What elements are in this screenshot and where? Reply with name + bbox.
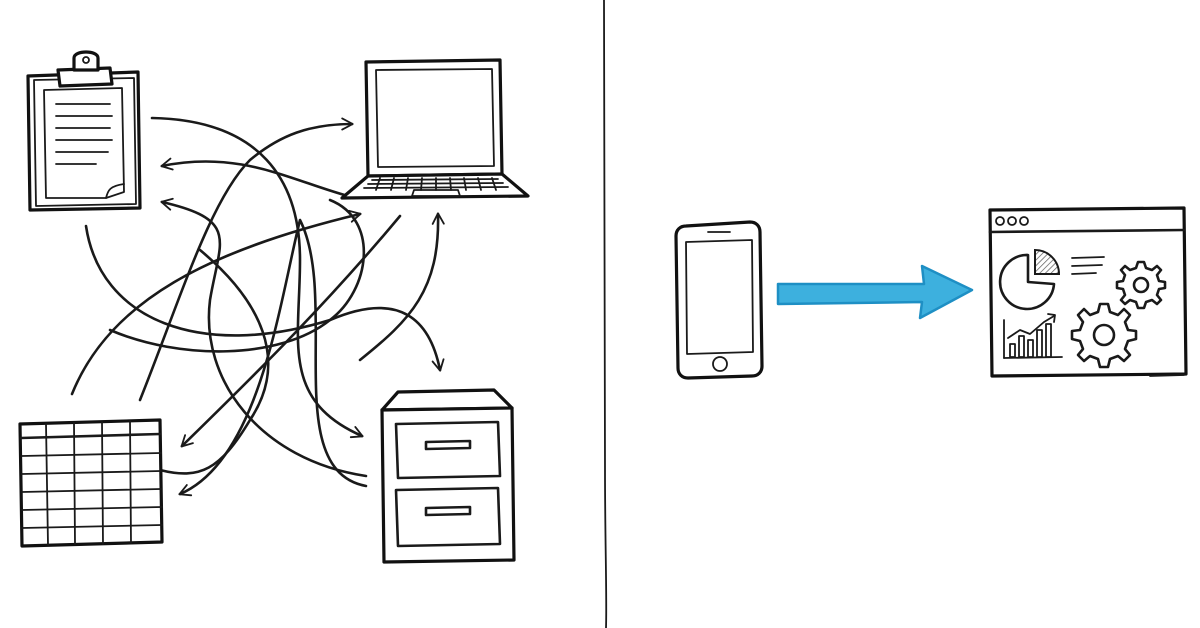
tangled-arrows	[70, 116, 445, 497]
blue-arrow	[776, 264, 974, 320]
gear-icon-small	[1115, 260, 1167, 310]
arrow-cabinet-to-laptop	[358, 212, 445, 362]
keyboard-grid	[363, 177, 509, 191]
spreadsheet-icon	[18, 418, 164, 548]
arrow-clipboard-wide-loop	[158, 248, 270, 475]
arrow-cabinet-to-clipboard	[160, 197, 368, 478]
bar-chart-icon	[1003, 313, 1063, 359]
filing-cabinet-icon	[380, 388, 516, 564]
arrow-sheet-up-to-laptop	[138, 117, 354, 402]
right-panel	[674, 206, 1188, 380]
dashboard-window-icon	[988, 206, 1188, 378]
arrow-laptop-loop-to-clipboard	[108, 198, 366, 353]
panel-divider	[603, 0, 608, 628]
laptop-icon	[340, 58, 530, 200]
blue-arrow-shape	[776, 264, 974, 320]
smartphone-icon	[674, 220, 764, 380]
arrow-clipboard-loop-to-cabinet	[84, 224, 445, 372]
left-panel	[18, 50, 530, 564]
arrow-clipboard-to-cabinet	[150, 116, 364, 439]
clipboard-icon	[26, 50, 142, 212]
arrow-cabinet-to-sheet	[178, 218, 368, 497]
arrow-laptop-to-clipboard	[160, 157, 350, 198]
arrow-laptop-to-sheet	[180, 214, 402, 448]
pie-chart-icon	[998, 248, 1061, 311]
gear-icon-large	[1070, 302, 1138, 369]
